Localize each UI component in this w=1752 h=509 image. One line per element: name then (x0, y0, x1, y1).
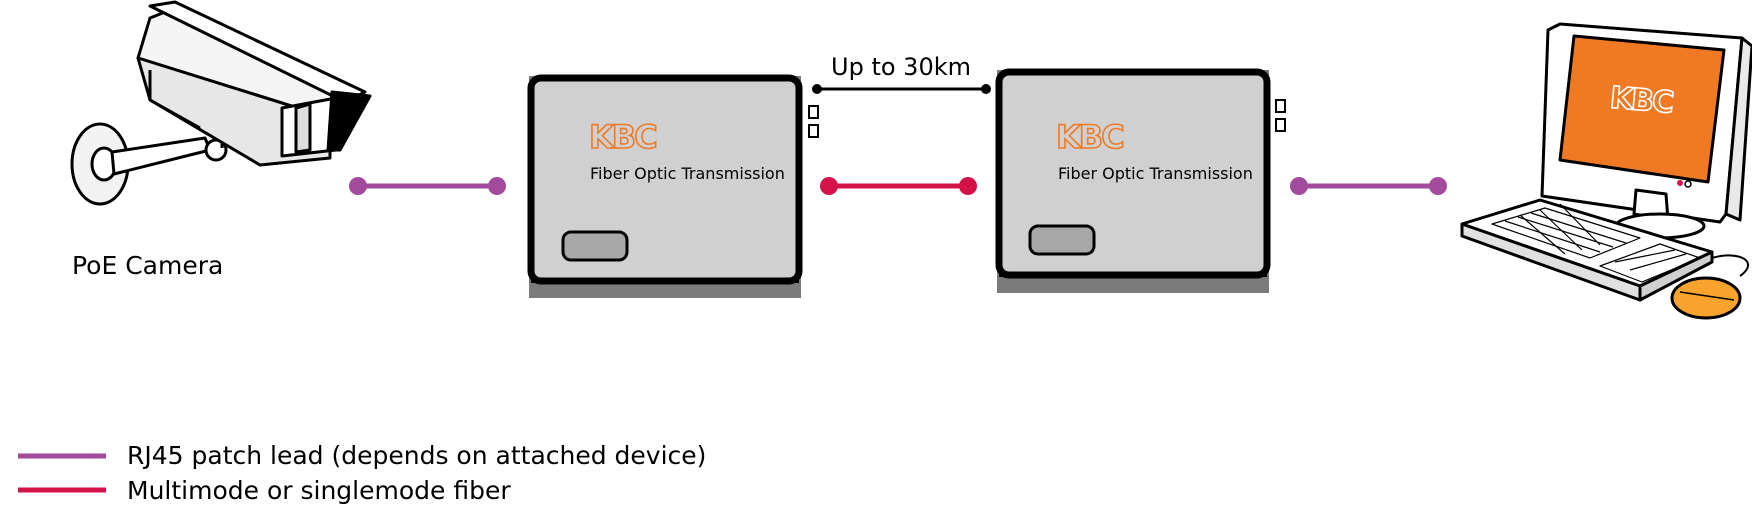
security-camera-icon (70, 0, 372, 206)
legend: RJ45 patch lead (depends on attached dev… (18, 441, 706, 505)
unit-status-indicator (1028, 224, 1096, 256)
unit-title: Fiber Optic Transmission (1058, 164, 1253, 183)
legend-item-rj45: RJ45 patch lead (depends on attached dev… (18, 441, 706, 470)
fiber-link (820, 177, 977, 195)
fiber-port-icon (1275, 99, 1286, 113)
fiber-port-icon (808, 124, 819, 138)
fiber-port-icon (1275, 118, 1286, 132)
camera-label: PoE Camera (72, 251, 223, 280)
rj45-link-camera (349, 177, 506, 195)
legend-label-fiber: Multimode or singlemode fiber (127, 476, 511, 505)
screen-brand-logo: KBC (1609, 80, 1675, 120)
unit-brand-logo: KBC (589, 118, 656, 156)
fiber-port-icon (808, 105, 819, 119)
fiber-transmitter-unit (527, 74, 819, 298)
fiber-receiver-unit (995, 68, 1286, 293)
legend-item-fiber: Multimode or singlemode fiber (18, 476, 511, 505)
unit-status-indicator (561, 230, 629, 262)
computer-icon (1460, 22, 1752, 320)
legend-label-rj45: RJ45 patch lead (depends on attached dev… (127, 441, 706, 470)
unit-title: Fiber Optic Transmission (590, 164, 785, 183)
distance-indicator (812, 84, 991, 94)
distance-label: Up to 30km (831, 53, 971, 81)
rj45-link-computer (1290, 177, 1447, 195)
power-led-icon (1677, 180, 1683, 186)
unit-brand-logo: KBC (1056, 118, 1123, 156)
